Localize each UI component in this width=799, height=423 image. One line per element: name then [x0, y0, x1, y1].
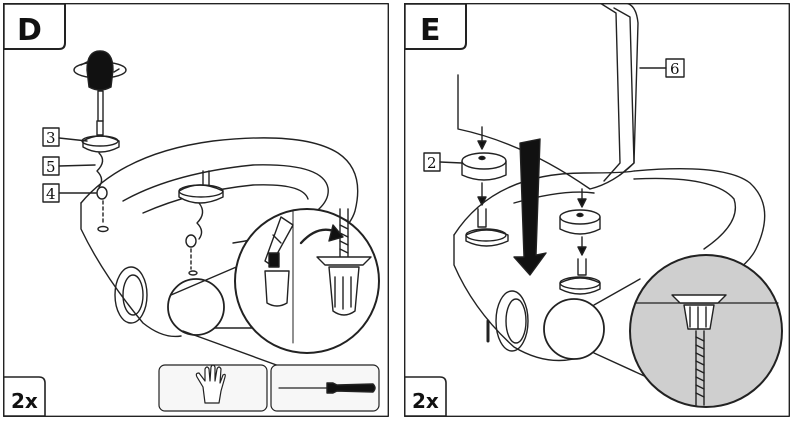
- multiplier-box: 2x: [2, 376, 46, 417]
- fixing-hardware-left: [465, 208, 509, 247]
- multiplier-box: 2x: [403, 376, 447, 417]
- step-letter: D: [17, 13, 42, 48]
- step-letter-box: D: [2, 2, 66, 50]
- tool-hand-box: [158, 364, 268, 412]
- fixing-hardware-right: [559, 258, 601, 295]
- multiplier: 2x: [412, 389, 439, 413]
- svg-text:3: 3: [46, 129, 56, 147]
- fixing-hardware-exploded: [81, 120, 120, 200]
- svg-text:4: 4: [46, 185, 56, 203]
- down-arrows: [477, 126, 587, 256]
- part-label-6: 6: [639, 58, 685, 78]
- step-d-panel: D 3: [2, 2, 390, 418]
- part-label-4: 4: [42, 183, 97, 203]
- part-label-2: 2: [423, 152, 463, 172]
- step-e-illustration: E: [403, 2, 791, 418]
- part-label-3: 3: [42, 127, 88, 147]
- large-down-arrow: [513, 138, 547, 276]
- fixing-hardware-mounted: [178, 170, 224, 248]
- tool-screwdriver-box: [270, 364, 380, 412]
- multiplier: 2x: [11, 389, 38, 413]
- step-d-illustration: D 3: [2, 2, 390, 418]
- zoom-callout: [543, 254, 783, 408]
- svg-text:5: 5: [46, 158, 56, 176]
- part-label-5: 5: [42, 156, 96, 176]
- step-e-panel: E: [403, 2, 791, 418]
- step-letter: E: [420, 13, 441, 48]
- svg-text:2: 2: [427, 154, 437, 172]
- zoom-callout: [167, 208, 380, 372]
- cover-caps: [461, 152, 601, 235]
- rotating-screwdriver: [73, 50, 127, 122]
- hand-icon: [195, 364, 226, 404]
- step-letter-box: E: [403, 2, 467, 50]
- svg-text:6: 6: [670, 60, 680, 78]
- screwdriver-icon: [278, 382, 376, 394]
